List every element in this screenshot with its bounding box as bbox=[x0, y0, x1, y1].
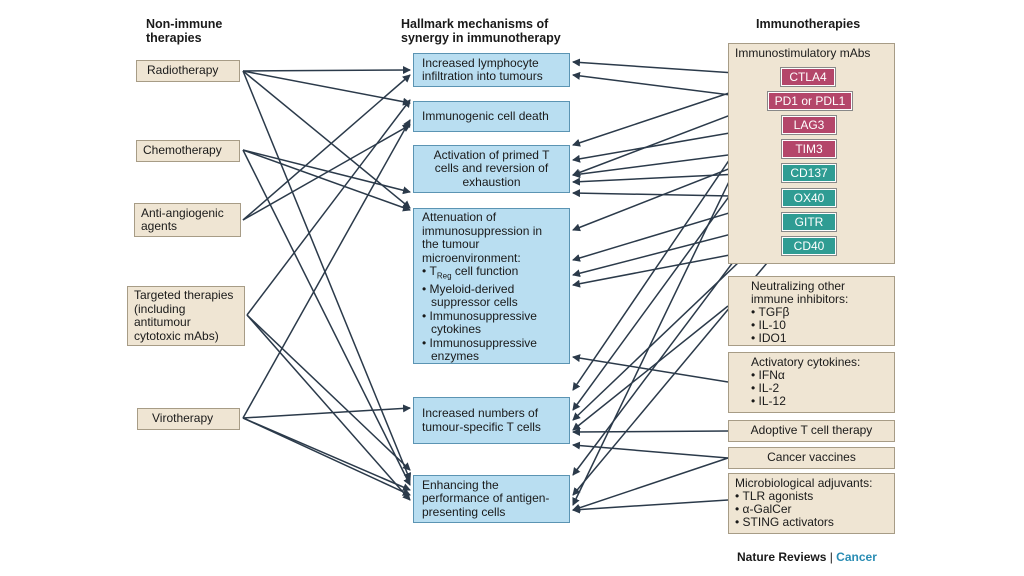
targeted-therapies-box: Targeted therapies (including antitumour… bbox=[127, 286, 245, 346]
connector-arrow bbox=[572, 305, 729, 431]
connector-arrow bbox=[242, 404, 411, 419]
pill-cd40: CD40 bbox=[781, 236, 837, 256]
credit-separator: | bbox=[826, 550, 837, 564]
activatory-item: IL-12 bbox=[751, 395, 894, 408]
connector-arrow bbox=[572, 457, 729, 512]
connector-arrows bbox=[242, 58, 783, 514]
connector-arrow bbox=[242, 70, 411, 106]
attenuation-item-enzymes: Immunosuppressive enzymes bbox=[422, 336, 561, 364]
connector-arrow bbox=[242, 74, 411, 221]
mechanism-antigen-presenting-cells: Enhancing the performance of antigen-pre… bbox=[413, 475, 570, 523]
microbiological-group: Microbiological adjuvants: TLR agonists … bbox=[728, 473, 895, 534]
activatory-item: IFNα bbox=[751, 369, 894, 382]
microbiological-list: TLR agonists α-GalCer STING activators bbox=[729, 490, 894, 529]
header-immunotherapies: Immunotherapies bbox=[756, 17, 861, 31]
connector-arrow bbox=[242, 417, 411, 491]
microbiological-item: α-GalCer bbox=[735, 503, 894, 516]
connector-arrow bbox=[242, 119, 411, 419]
adoptive-t-cell-box: Adoptive T cell therapy bbox=[728, 420, 895, 442]
pill-tim3: TIM3 bbox=[781, 139, 837, 159]
mechanism-tumour-specific-t-cells: Increased numbers of tumour-specific T c… bbox=[413, 397, 570, 444]
connector-arrow bbox=[572, 441, 729, 459]
mechanism-lymphocyte-infiltration: Increased lymphocyte infiltration into t… bbox=[413, 53, 570, 87]
header-mechanisms: Hallmark mechanisms of synergy in immuno… bbox=[401, 17, 561, 45]
connector-arrow bbox=[242, 124, 411, 221]
connector-arrow bbox=[242, 149, 411, 195]
neutralizing-title: Neutralizing other immune inhibitors: bbox=[751, 279, 849, 306]
microbiological-item: STING activators bbox=[735, 516, 894, 529]
cancer-vaccines-box: Cancer vaccines bbox=[728, 447, 895, 469]
connector-arrow bbox=[572, 499, 729, 514]
connector-arrow bbox=[242, 149, 411, 486]
mechanism-attenuation: Attenuation of immunosuppression in the … bbox=[413, 208, 570, 364]
radiotherapy-box: Radiotherapy bbox=[136, 60, 240, 82]
activatory-title: Activatory cytokines: bbox=[751, 355, 861, 369]
attenuation-lead: Attenuation of immunosuppression in the … bbox=[422, 210, 543, 265]
activatory-item: IL-2 bbox=[751, 382, 894, 395]
mechanism-t-cell-activation: Activation of primed T cells and reversi… bbox=[413, 145, 570, 193]
attenuation-list: TReg cell function Myeloid-derived suppr… bbox=[422, 264, 561, 364]
credit-journal: Nature Reviews bbox=[737, 550, 827, 564]
microbiological-title: Microbiological adjuvants: bbox=[735, 476, 873, 490]
pill-ctla4: CTLA4 bbox=[780, 67, 836, 87]
activatory-cytokines-group: Activatory cytokines: IFNα IL-2 IL-12 bbox=[728, 352, 895, 413]
activatory-list: IFNα IL-2 IL-12 bbox=[729, 369, 894, 408]
journal-credit: Nature Reviews | Cancer bbox=[737, 550, 877, 564]
credit-section: Cancer bbox=[836, 550, 877, 564]
microbiological-item: TLR agonists bbox=[735, 490, 894, 503]
neutralizing-list: TGFβ IL-10 IDO1 bbox=[729, 306, 894, 345]
pill-gitr: GITR bbox=[781, 212, 837, 232]
neutralizing-item: TGFβ bbox=[751, 306, 894, 319]
connector-arrow bbox=[572, 354, 729, 383]
pill-cd137: CD137 bbox=[781, 163, 837, 183]
connector-arrow bbox=[242, 66, 411, 75]
connector-arrow bbox=[246, 99, 411, 316]
attenuation-item-treg: TReg cell function bbox=[422, 264, 561, 283]
attenuation-item-myeloid: Myeloid-derived suppressor cells bbox=[422, 282, 561, 310]
connector-arrow bbox=[246, 314, 411, 501]
connector-arrow bbox=[242, 70, 412, 481]
neutralizing-item: IL-10 bbox=[751, 319, 894, 332]
connector-arrow bbox=[572, 427, 729, 436]
anti-angiogenic-box: Anti-angiogenic agents bbox=[134, 203, 241, 237]
attenuation-item-cytokines: Immunosuppressive cytokines bbox=[422, 309, 561, 337]
pill-ox40: OX40 bbox=[781, 188, 837, 208]
mechanism-immunogenic-cell-death: Immunogenic cell death bbox=[413, 101, 570, 132]
neutralizing-group: Neutralizing other immune inhibitors: TG… bbox=[728, 276, 895, 346]
header-non-immune: Non-immune therapies bbox=[146, 17, 223, 45]
connector-arrow bbox=[242, 417, 411, 496]
connector-arrow bbox=[246, 314, 411, 471]
chemotherapy-box: Chemotherapy bbox=[136, 140, 240, 162]
connector-arrow bbox=[242, 149, 411, 212]
pill-pd1-pdl1: PD1 or PDL1 bbox=[767, 91, 853, 111]
virotherapy-box: Virotherapy bbox=[137, 408, 240, 430]
pill-lag3: LAG3 bbox=[781, 115, 837, 135]
immunostimulatory-title: Immunostimulatory mAbs bbox=[735, 46, 871, 60]
neutralizing-item: IDO1 bbox=[751, 332, 894, 345]
